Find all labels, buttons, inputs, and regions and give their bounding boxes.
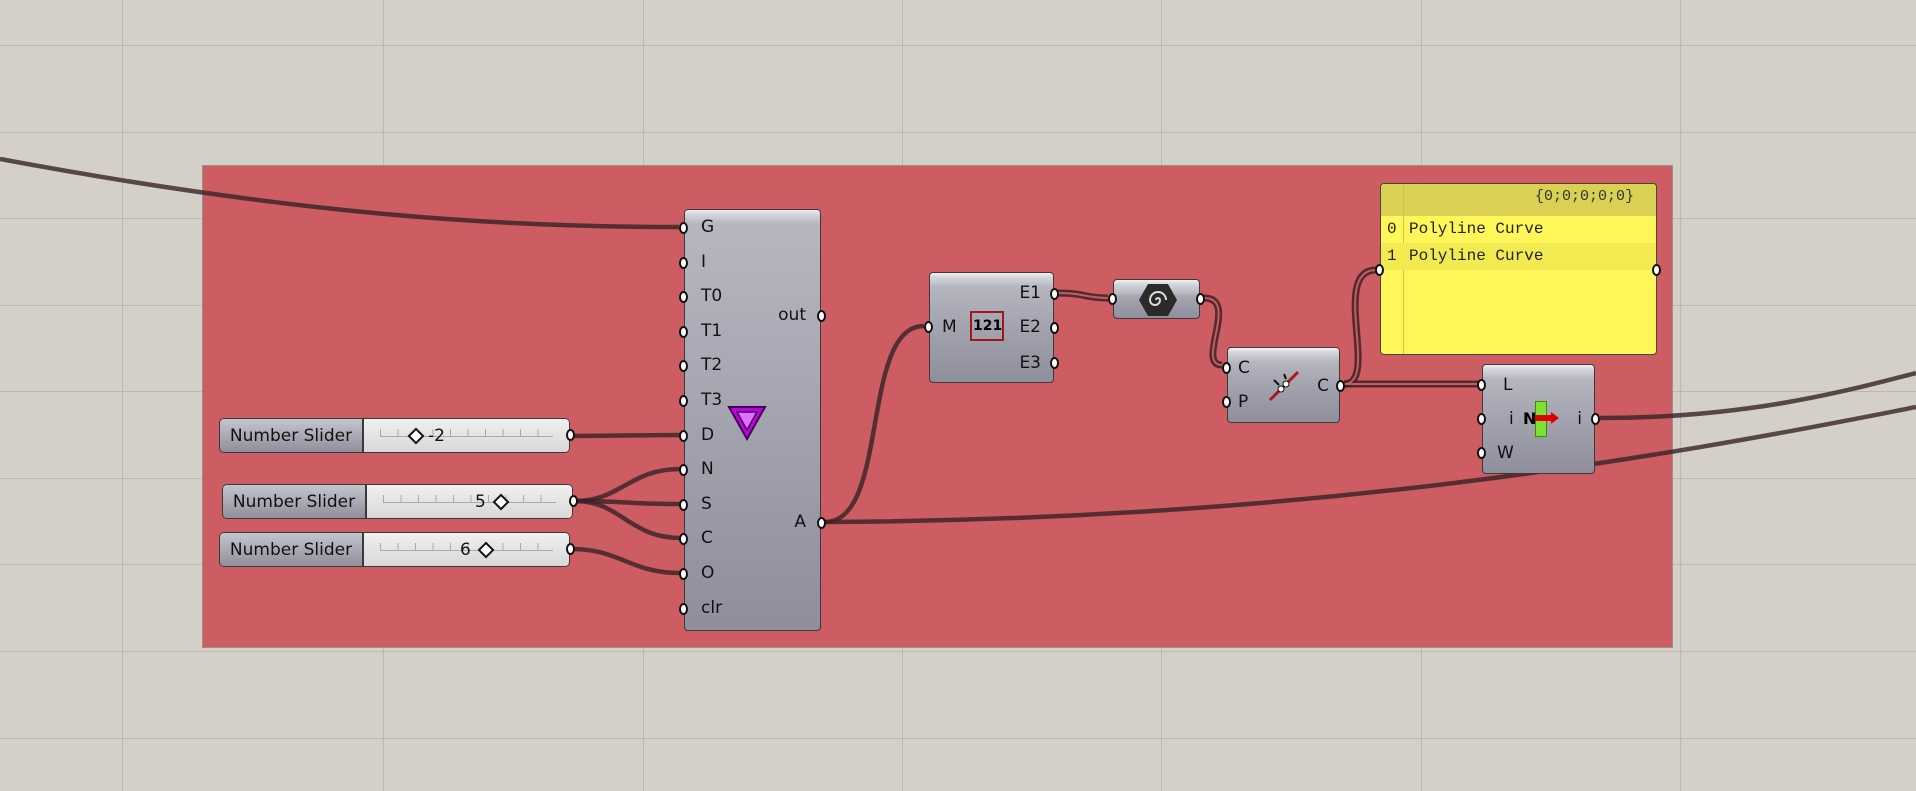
output-port-e3[interactable] bbox=[1050, 357, 1059, 369]
output-port-a[interactable] bbox=[817, 517, 826, 529]
wire-a-out bbox=[824, 404, 1916, 525]
slider-value: -2 bbox=[428, 426, 445, 446]
input-port-c[interactable] bbox=[679, 533, 688, 546]
port-label-c: C bbox=[1238, 358, 1250, 378]
port-label-d: D bbox=[701, 424, 715, 445]
number-slider[interactable]: Number Slider 5 bbox=[222, 484, 578, 519]
number-slider[interactable]: Number Slider -2 bbox=[219, 418, 575, 453]
output-port-c[interactable] bbox=[1336, 380, 1345, 392]
hex-component[interactable] bbox=[1108, 279, 1205, 319]
panel-output-port[interactable] bbox=[1652, 264, 1661, 276]
spiral-hexagon-icon bbox=[1139, 284, 1177, 316]
wire-a-m bbox=[824, 323, 925, 525]
wire-d bbox=[571, 432, 681, 439]
port-label-p: P bbox=[1238, 392, 1249, 412]
port-label-l: L bbox=[1503, 375, 1513, 395]
input-port-t3[interactable] bbox=[679, 395, 688, 407]
port-label-m: M bbox=[942, 317, 957, 337]
slider-label: Number Slider bbox=[223, 485, 367, 518]
input-port-t1[interactable] bbox=[679, 325, 688, 338]
output-port-i[interactable] bbox=[1591, 413, 1600, 425]
wire-n bbox=[575, 466, 681, 504]
input-port-m[interactable] bbox=[924, 321, 933, 333]
input-port-t0[interactable] bbox=[679, 291, 688, 304]
input-port-w[interactable] bbox=[1477, 447, 1486, 459]
curve-pull-icon bbox=[1268, 370, 1300, 402]
wire-o bbox=[571, 546, 681, 576]
port-label-i: i bbox=[1509, 409, 1514, 429]
input-port-g[interactable] bbox=[679, 222, 688, 234]
curve-pull-component[interactable]: C P C bbox=[1222, 347, 1345, 423]
input-port-i[interactable] bbox=[1477, 413, 1486, 425]
input-port-n[interactable] bbox=[679, 464, 688, 477]
port-label-t3: T3 bbox=[701, 390, 723, 410]
list-item-component[interactable]: L i W i N bbox=[1477, 364, 1600, 474]
port-label-g: G bbox=[701, 217, 715, 237]
port-label-o: O bbox=[701, 563, 715, 583]
port-label-c: C bbox=[701, 528, 713, 549]
slider-label: Number Slider bbox=[220, 533, 364, 566]
input-port-l[interactable] bbox=[1477, 379, 1486, 391]
port-label-t2: T2 bbox=[701, 355, 723, 376]
slider-label: Number Slider bbox=[220, 419, 364, 452]
input-port-t2[interactable] bbox=[679, 360, 688, 373]
port-label-c-out: C bbox=[1317, 376, 1329, 396]
output-port-e2[interactable] bbox=[1050, 322, 1059, 334]
slider-track[interactable]: 5 bbox=[367, 485, 572, 518]
output-port-out[interactable] bbox=[817, 310, 826, 322]
slider-output-port[interactable] bbox=[566, 429, 575, 441]
panel-input-port[interactable] bbox=[1375, 264, 1384, 276]
wire-i-out bbox=[1599, 370, 1916, 421]
port-label-e2: E2 bbox=[1019, 317, 1041, 337]
port-label-s: S bbox=[701, 493, 712, 514]
input-port-p[interactable] bbox=[1222, 396, 1231, 408]
input-port[interactable] bbox=[1108, 293, 1117, 305]
slider-track[interactable]: -2 bbox=[364, 419, 569, 452]
input-port-i[interactable] bbox=[679, 256, 688, 269]
port-label-clr: clr bbox=[701, 597, 723, 618]
port-label-n: N bbox=[701, 459, 714, 480]
slider-output-port[interactable] bbox=[569, 495, 578, 507]
port-label-out: out bbox=[778, 305, 806, 325]
port-label-i-out: i bbox=[1577, 409, 1582, 429]
number-slider[interactable]: Number Slider 6 bbox=[219, 532, 575, 567]
slider-output-port[interactable] bbox=[566, 543, 575, 555]
port-label-t0: T0 bbox=[701, 286, 723, 307]
slider-value: 6 bbox=[460, 540, 471, 560]
output-port[interactable] bbox=[1196, 293, 1205, 305]
input-port-clr[interactable] bbox=[679, 602, 688, 615]
port-label-e1: E1 bbox=[1019, 283, 1041, 303]
wire-g bbox=[0, 156, 680, 230]
input-port-c[interactable] bbox=[1222, 362, 1231, 374]
port-label-w: W bbox=[1497, 443, 1514, 463]
input-port-s[interactable] bbox=[679, 498, 688, 511]
slider-value: 5 bbox=[475, 492, 486, 512]
input-port-d[interactable] bbox=[679, 429, 688, 442]
slider-track[interactable]: 6 bbox=[364, 533, 569, 566]
port-label-e3: E3 bbox=[1019, 353, 1041, 373]
panel-header: {0;0;0;0;0} bbox=[1381, 184, 1656, 216]
wire-c bbox=[575, 498, 681, 541]
purple-triangle-icon bbox=[727, 406, 767, 441]
port-label-i: I bbox=[701, 251, 707, 272]
output-port-e1[interactable] bbox=[1050, 288, 1059, 300]
list-item-icon: N bbox=[1523, 401, 1559, 437]
input-port-o[interactable] bbox=[679, 568, 688, 580]
port-label-a: A bbox=[794, 512, 806, 532]
port-label-t1: T1 bbox=[701, 320, 723, 341]
